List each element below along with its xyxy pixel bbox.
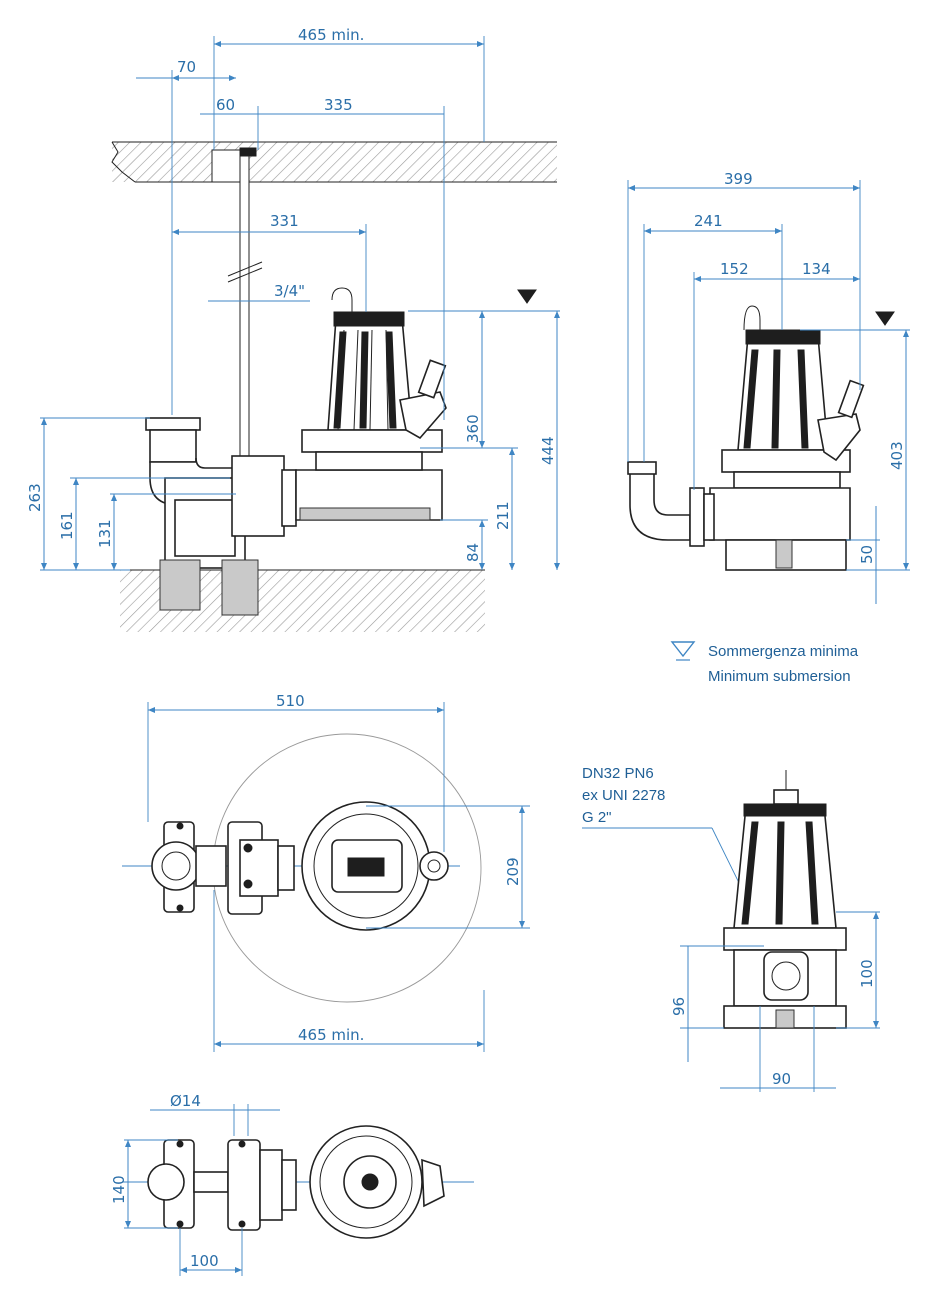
pump-side-body: [295, 287, 447, 521]
pump-front-view: DN32 PN6 ex UNI 2278 G 2" 100 96 90: [582, 765, 880, 1092]
side-installation-view: 399 241 152 134 403 50: [627, 170, 910, 604]
dim-152: 152: [720, 260, 749, 278]
dim-3-4: 3/4": [274, 282, 305, 300]
dim-399: 399: [724, 170, 753, 188]
dim-331: 331: [270, 212, 299, 230]
dim-403: 403: [888, 441, 906, 470]
dim-510: 510: [276, 692, 305, 710]
dim-131: 131: [96, 519, 114, 548]
note-line-2: ex UNI 2278: [582, 787, 665, 804]
dim-100-base: 100: [190, 1252, 219, 1270]
dim-50: 50: [858, 545, 876, 564]
guide-pipe: [239, 155, 250, 457]
front-installation-view: 465 min. 70 60 335 331 3/4" 360 444 211 …: [26, 26, 560, 632]
dim-444: 444: [539, 436, 557, 465]
dim-96: 96: [670, 997, 688, 1016]
legend: Sommergenza minima Minimum submersion: [670, 641, 859, 685]
dim-d14: Ø14: [170, 1092, 201, 1110]
dim-465-min-top: 465 min.: [298, 1026, 364, 1044]
dim-90: 90: [772, 1070, 791, 1088]
dim-140: 140: [110, 1175, 128, 1204]
dim-70: 70: [177, 58, 196, 76]
dim-241: 241: [694, 212, 723, 230]
dim-211: 211: [494, 501, 512, 530]
dim-360: 360: [464, 414, 482, 443]
note-line-1: DN32 PN6: [582, 765, 654, 782]
water-level-marker: [517, 289, 537, 304]
pump-side2-body: [709, 305, 865, 571]
base-view: Ø14 140 100: [110, 1092, 474, 1276]
legend-line-2: Minimum submersion: [708, 668, 851, 685]
dim-263: 263: [26, 483, 44, 512]
legend-line-1: Sommergenza minima: [708, 643, 859, 660]
dim-84: 84: [464, 543, 482, 562]
dim-60: 60: [216, 96, 235, 114]
dim-209: 209: [504, 857, 522, 886]
dim-161: 161: [58, 511, 76, 540]
top-view: 510 209 465 min.: [122, 692, 530, 1052]
dim-100-front: 100: [858, 959, 876, 988]
ceiling-hatch: [112, 142, 557, 182]
submersion-symbol-icon: [670, 641, 696, 658]
note-line-3: G 2": [582, 809, 612, 826]
dim-465-min: 465 min.: [298, 26, 364, 44]
water-level-marker-2: [875, 311, 895, 326]
dim-134: 134: [802, 260, 831, 278]
dim-335: 335: [324, 96, 353, 114]
